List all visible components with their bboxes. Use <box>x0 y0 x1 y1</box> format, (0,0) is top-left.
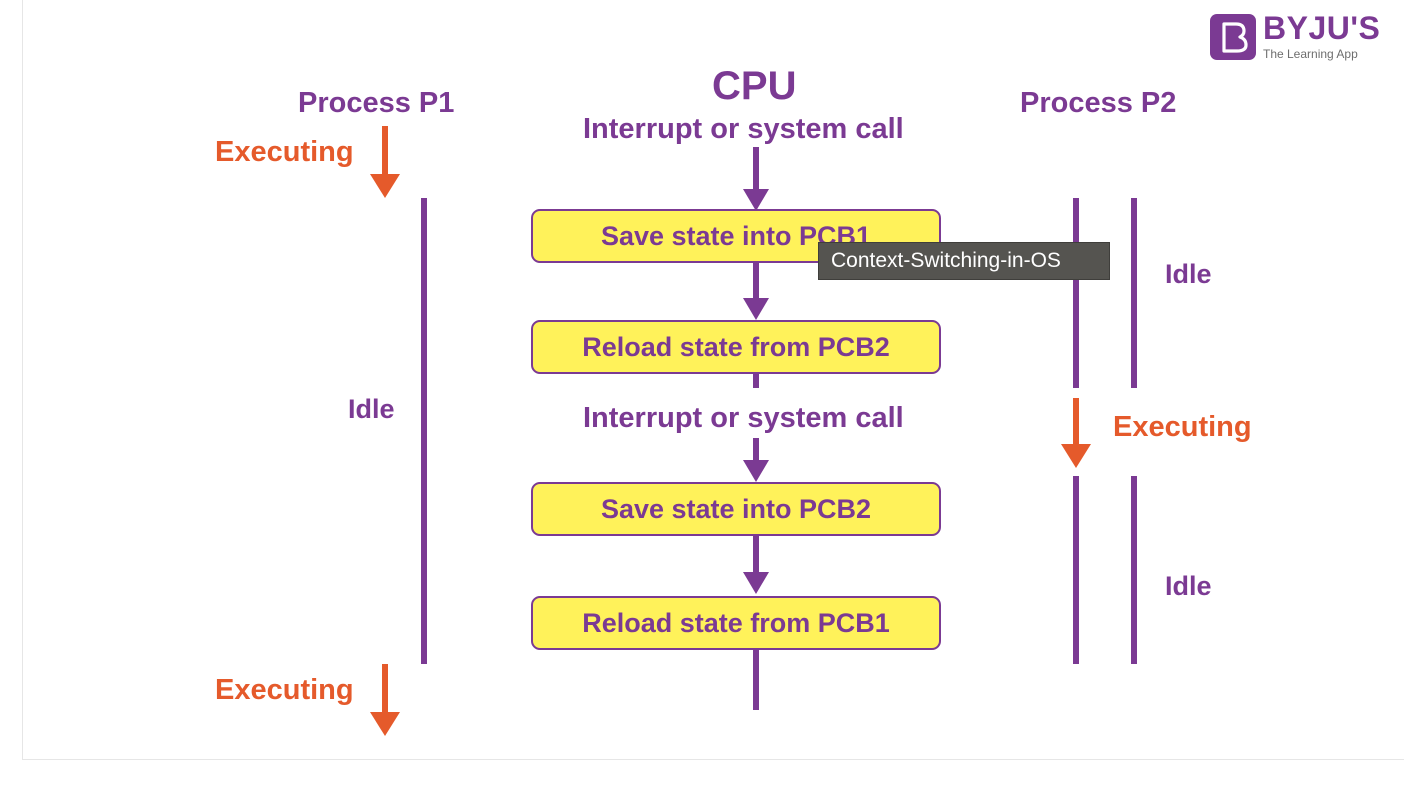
reload-state-pcb1-box: Reload state from PCB1 <box>531 596 941 650</box>
save-state-pcb1-box: Save state into PCB1 <box>531 209 941 263</box>
p1-executing-top: Executing <box>215 136 354 168</box>
frame-bottom-border <box>22 759 1404 760</box>
p2-idle-top-label: Idle <box>1165 259 1212 289</box>
p2-exec-arrow-icon <box>1061 444 1091 468</box>
p1-exec-arrow-icon-top <box>370 174 400 198</box>
frame-left-border <box>22 0 23 760</box>
p2-exec-arrow-shaft <box>1073 398 1079 444</box>
p2-idle-line-b-bottom <box>1131 476 1137 664</box>
p2-idle-bottom-label: Idle <box>1165 571 1212 601</box>
p2-idle-line-a-top <box>1073 198 1079 388</box>
logo-tagline: The Learning App <box>1263 47 1358 61</box>
cpu-connector-3 <box>753 374 759 388</box>
p2-idle-line-b-top <box>1131 198 1137 388</box>
cpu-title: CPU <box>712 64 797 108</box>
logo-name: BYJU'S <box>1263 10 1381 46</box>
byjus-logo-icon <box>1210 14 1256 60</box>
p1-exec-arrow-shaft-top <box>382 126 388 176</box>
reload-state-pcb2-box: Reload state from PCB2 <box>531 320 941 374</box>
interrupt-label-2: Interrupt or system call <box>583 402 904 434</box>
image-title-tooltip: Context-Switching-in-OS <box>818 242 1110 280</box>
cpu-arrow-icon-2 <box>743 298 769 320</box>
cpu-connector-1 <box>753 147 759 191</box>
p1-exec-arrow-shaft-bottom <box>382 664 388 714</box>
cpu-arrow-icon-3 <box>743 460 769 482</box>
p1-exec-arrow-icon-bottom <box>370 712 400 736</box>
interrupt-label-1: Interrupt or system call <box>583 113 904 145</box>
cpu-connector-5 <box>753 536 759 574</box>
cpu-connector-2 <box>753 263 759 301</box>
p2-executing-label: Executing <box>1113 411 1252 443</box>
cpu-arrow-icon-1 <box>743 189 769 211</box>
p2-idle-line-a-bottom <box>1073 476 1079 664</box>
p1-idle-label: Idle <box>348 394 395 424</box>
p1-executing-bottom: Executing <box>215 674 354 706</box>
cpu-connector-4 <box>753 438 759 462</box>
p1-idle-line <box>421 198 427 664</box>
process-p2-label: Process P2 <box>1020 87 1177 119</box>
process-p1-label: Process P1 <box>298 87 455 119</box>
cpu-arrow-icon-4 <box>743 572 769 594</box>
cpu-connector-6 <box>753 650 759 710</box>
save-state-pcb2-box: Save state into PCB2 <box>531 482 941 536</box>
